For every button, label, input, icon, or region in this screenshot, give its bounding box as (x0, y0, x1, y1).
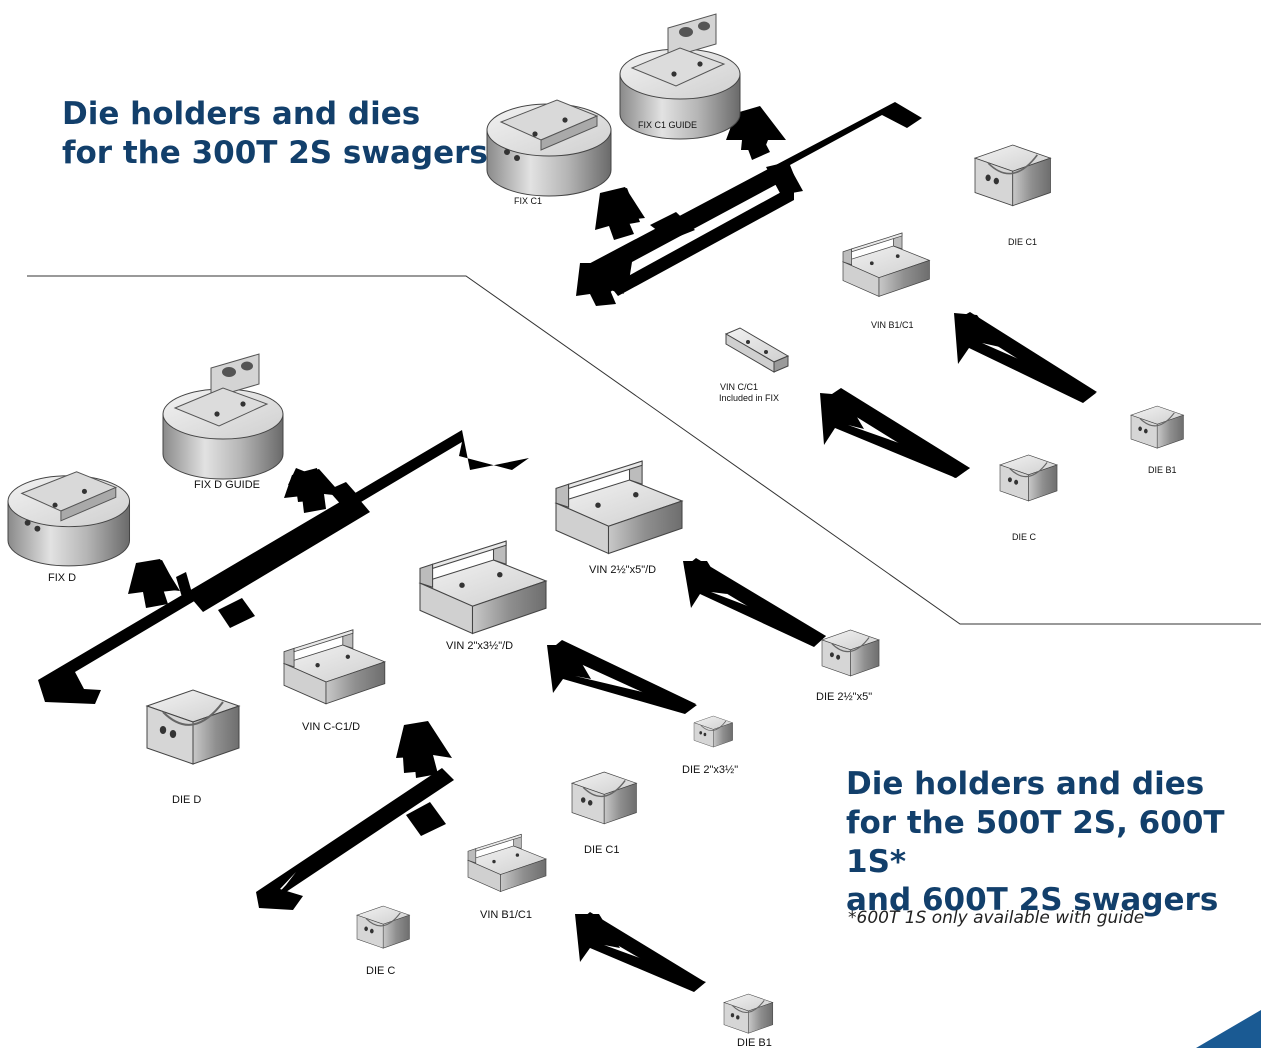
vin-b1c1-part-500 (467, 833, 547, 892)
fix-d-guide-part (162, 353, 284, 480)
label-fix-c1: FIX C1 (514, 196, 542, 206)
die-2x3-5-part (693, 715, 734, 748)
heading-300t: Die holders and dies for the 300T 2S swa… (62, 95, 488, 173)
vin-2x3-5-part (419, 540, 547, 635)
label-vin-cc1: VIN C/C1 (720, 382, 758, 392)
heading-300t-line1: Die holders and dies (62, 96, 421, 132)
label-die-c-300: DIE C (1012, 532, 1037, 542)
label-die-c1-300: DIE C1 (1008, 237, 1037, 247)
footnote: *600T 1S only available with guide (848, 908, 1145, 928)
divider-line (27, 275, 1261, 625)
label-vin-cc1-note: Included in FIX (719, 393, 779, 403)
heading-500t-line3: and 600T 2S swagers (846, 882, 1219, 919)
vin-c-c1-d-part (283, 629, 386, 705)
label-vin-2-5x5: VIN 2½"x5"/D (589, 564, 656, 576)
label-die-c1-500: DIE C1 (584, 844, 619, 856)
label-die-2-5x5: DIE 2½"x5" (816, 691, 872, 703)
arrow-fix-c1-guide (726, 106, 786, 160)
heading-500t-line2: for the 500T 2S, 600T 1S* (846, 804, 1225, 880)
die-2-5x5-part (821, 629, 880, 677)
label-fix-d-guide: FIX D GUIDE (194, 479, 260, 491)
die-c-part-300 (999, 454, 1058, 502)
label-vin-2x3-5: VIN 2"x3½"/D (446, 640, 513, 652)
arrow-vin-2-5x5 (683, 561, 826, 647)
label-die-d: DIE D (172, 794, 201, 806)
label-vin-b1c1-300: VIN B1/C1 (871, 320, 914, 330)
die-c1-part (974, 144, 1052, 207)
label-die-c-500: DIE C (366, 965, 395, 977)
arrow-vin-cc1 (820, 393, 970, 478)
arrow-vin-b1c1-500 (575, 914, 706, 992)
arrow-vin-c-c1 (396, 721, 452, 778)
die-c1-part-500 (571, 771, 638, 825)
arrow-fix-c1 (595, 187, 645, 240)
label-die-2x3-5: DIE 2"x3½" (682, 764, 738, 776)
die-c-part-500 (356, 905, 411, 949)
arrow-vin-2x3-5 (547, 645, 697, 714)
vin-cc1-plate-part (725, 327, 789, 373)
vin-b1c1-part (842, 232, 930, 297)
heading-500t-line1: Die holders and dies (846, 766, 1205, 802)
corner-accent (1196, 1010, 1261, 1048)
die-d-part (146, 689, 240, 765)
label-vin-c-c1-d: VIN C-C1/D (302, 721, 360, 733)
fix-d-part (7, 471, 131, 567)
vin-2-5x5-part (555, 460, 683, 555)
label-fix-d: FIX D (48, 572, 76, 584)
fix-c1-part (486, 99, 612, 197)
die-b1-part-300 (1130, 405, 1185, 449)
arrows-300t (576, 106, 1096, 478)
arrow-fix-d (128, 559, 180, 608)
arrow-fix-d-guide (284, 469, 343, 513)
heading-300t-line2: for the 300T 2S swagers (62, 134, 488, 171)
arrow-vin-b1c1 (954, 313, 1096, 403)
die-b1-part-500 (723, 993, 774, 1034)
label-fix-c1-guide: FIX C1 GUIDE (638, 120, 697, 130)
heading-500t: Die holders and dies for the 500T 2S, 60… (846, 765, 1261, 920)
label-vin-b1c1-500: VIN B1/C1 (480, 909, 532, 921)
label-die-b1-500: DIE B1 (737, 1037, 772, 1048)
label-die-b1-300: DIE B1 (1148, 465, 1177, 475)
arrows-500t (128, 469, 826, 992)
